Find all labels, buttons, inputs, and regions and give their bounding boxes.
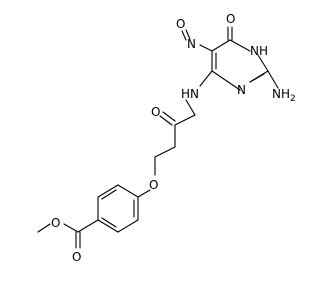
- bond-n3-c4: [211, 70, 241, 91]
- bond-nitro-o: [181, 30, 187, 41]
- bond-ar2-ar3-inner: [101, 189, 117, 200]
- bond-c4-nh: [199, 70, 213, 87]
- bond-ch2-ch2: [154, 146, 176, 158]
- bond-o-methyl: [37, 223, 51, 233]
- linker-hn-label: HN: [181, 87, 199, 101]
- amine-subscript: 2: [290, 94, 296, 104]
- amine-label: NH2: [272, 87, 296, 104]
- bond-c2-n3-inner: [249, 73, 265, 83]
- bond-c5-nitro: [199, 44, 213, 52]
- bond-c6-n1: [229, 39, 251, 52]
- bond-n1-c2: [257, 54, 269, 72]
- atom-labels: O N O NH NH2 N HN O O O O: [51, 12, 296, 264]
- bond-ester-o: [63, 223, 79, 233]
- bond-ar2-ar3: [97, 184, 119, 198]
- nitro-nitrogen-label: N: [187, 37, 196, 51]
- bonds: [37, 26, 279, 249]
- bond-ar-ester: [77, 219, 99, 233]
- ring-nitrogen-label: N: [237, 83, 246, 97]
- bond-c2-amine: [267, 70, 279, 89]
- bond-ketone: [159, 115, 173, 126]
- ring-nh-label: NH: [250, 44, 268, 58]
- bond-ar5-ar6: [117, 219, 139, 233]
- bond-ketone-double: [162, 111, 176, 122]
- bond-nitro-o-double: [185, 29, 191, 40]
- bond-ar1-ar2: [117, 184, 139, 198]
- ring-carbonyl-oxygen-label: O: [226, 12, 235, 26]
- nitro-oxygen-label: O: [176, 17, 185, 31]
- bond-ch2-co: [174, 114, 196, 126]
- bond-c5-c6: [211, 39, 231, 52]
- bond-ar4-ar5: [97, 219, 119, 233]
- ester-oxygen-single-label: O: [51, 216, 60, 230]
- bond-o-ar: [137, 189, 151, 198]
- bond-ar4-ar5-inner: [101, 217, 117, 228]
- bond-nh-ch2: [185, 99, 196, 116]
- ketone-oxygen-label: O: [151, 105, 160, 119]
- ether-oxygen-label: O: [149, 178, 158, 192]
- ester-oxygen-double-label: O: [72, 250, 81, 264]
